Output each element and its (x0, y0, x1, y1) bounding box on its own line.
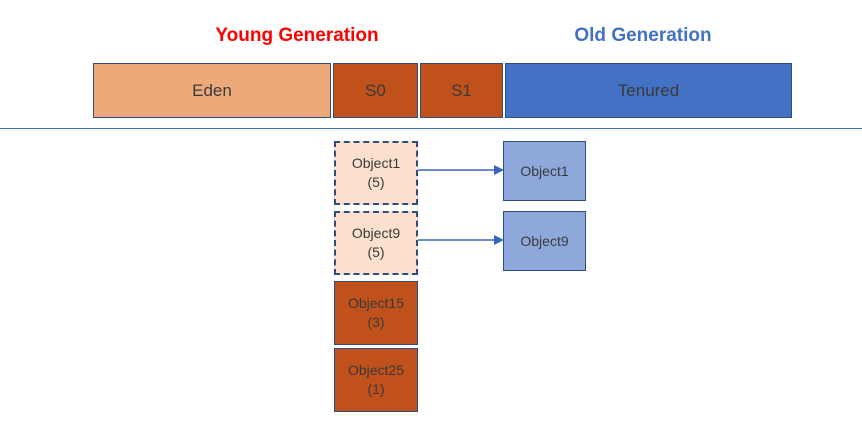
object-name: Object15 (347, 295, 405, 312)
heap-segment-tenured: Tenured (505, 63, 792, 118)
young-generation-label: Young Generation (215, 25, 379, 46)
survivor-object-box: Object9 (5) (334, 211, 418, 275)
survivor-object-box: Object15 (3) (334, 281, 418, 345)
heap-segment-eden: Eden (93, 63, 331, 118)
tenured-object-box: Object1 (503, 141, 586, 201)
survivor-object-box: Object1 (5) (334, 141, 418, 205)
promotion-arrow-icon (418, 165, 504, 175)
object-name: Object9 (351, 225, 401, 242)
tenured-object-box: Object9 (503, 211, 586, 271)
object-age: (3) (367, 314, 385, 330)
heap-memory-bar: Eden S0 S1 Tenured (93, 63, 792, 118)
object-name: Object25 (347, 362, 405, 379)
object-age: (5) (367, 244, 385, 260)
object-age: (5) (367, 174, 385, 190)
section-divider (0, 128, 862, 129)
object-age: (1) (367, 381, 385, 397)
object-name: Object1 (520, 162, 569, 179)
old-generation-label: Old Generation (574, 25, 712, 46)
promotion-arrow-icon (418, 235, 504, 245)
heap-segment-s1: S1 (420, 63, 503, 118)
heap-segment-s0: S0 (333, 63, 418, 118)
object-name: Object9 (520, 232, 569, 249)
survivor-object-box: Object25 (1) (334, 348, 418, 412)
object-name: Object1 (351, 155, 401, 172)
